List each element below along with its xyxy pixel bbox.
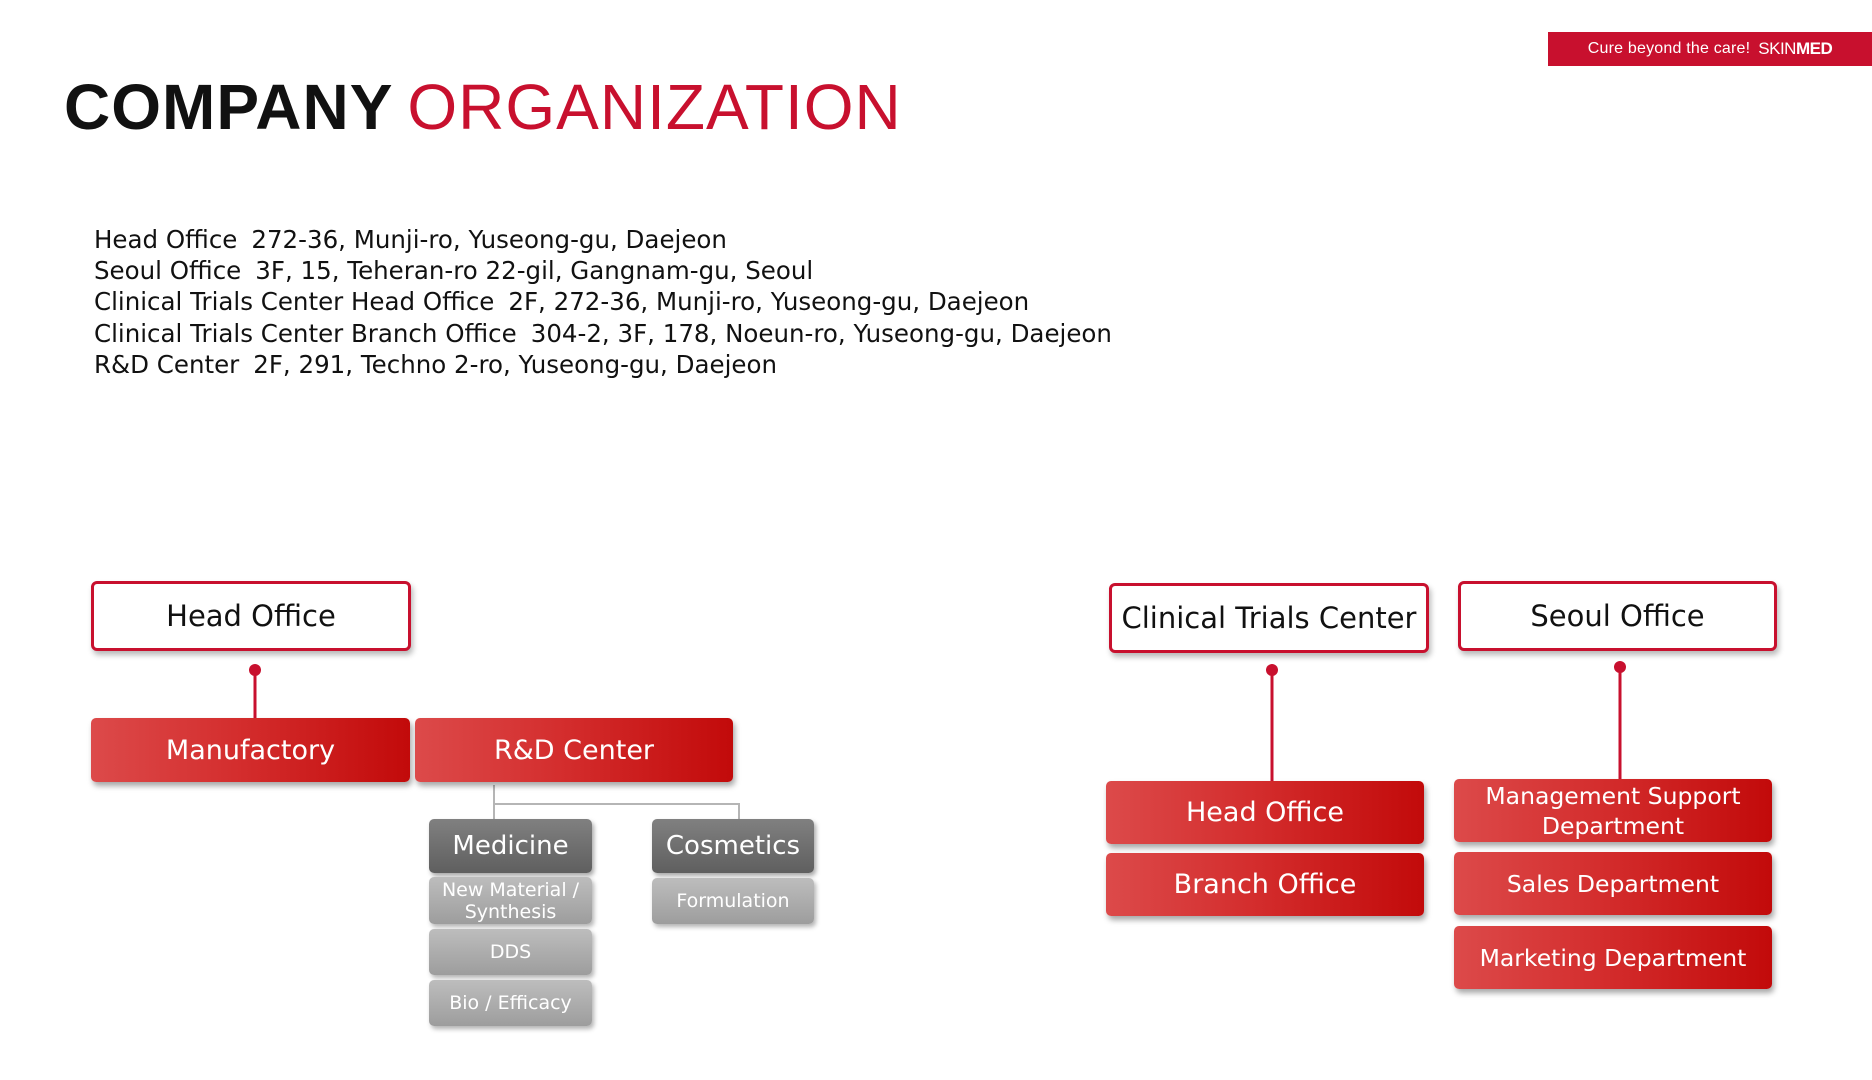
address-label: Clinical Trials Center Head Office bbox=[94, 287, 495, 317]
new-material-synthesis-node: New Material / Synthesis bbox=[429, 877, 592, 924]
manufactory-node: Manufactory bbox=[91, 718, 410, 782]
medicine-node: Medicine bbox=[429, 819, 592, 873]
address-text: 304-2, 3F, 178, Noeun-ro, Yuseong-gu, Da… bbox=[530, 318, 1112, 348]
rd-center-node: R&D Center bbox=[415, 718, 733, 782]
address-line: Clinical Trials Center Head Office 2F, 27… bbox=[94, 286, 1112, 317]
brand-logo: SKINMED bbox=[1758, 39, 1832, 59]
address-text: 2F, 291, Techno 2-ro, Yuseong-gu, Daejeo… bbox=[253, 349, 777, 379]
head-office-node: Head Office bbox=[91, 581, 411, 651]
address-line: Head Office 272-36, Munji-ro, Yuseong-gu,… bbox=[94, 224, 1112, 255]
address-label: R&D Center bbox=[94, 349, 240, 379]
seoul-connector-dot bbox=[1614, 661, 1626, 673]
brand-logo-skin: SKIN bbox=[1758, 39, 1796, 58]
address-list: Head Office 272-36, Munji-ro, Yuseong-gu,… bbox=[94, 224, 1112, 380]
address-line: R&D Center 2F, 291, Techno 2-ro, Yuseong-… bbox=[94, 349, 1112, 380]
address-line: Clinical Trials Center Branch Office 304-… bbox=[94, 318, 1112, 349]
address-text: 2F, 272-36, Munji-ro, Yuseong-gu, Daejeo… bbox=[508, 287, 1030, 317]
dds-node: DDS bbox=[429, 929, 592, 975]
clinical-head-office-node: Head Office bbox=[1106, 781, 1424, 844]
address-text: 272-36, Munji-ro, Yuseong-gu, Daejeon bbox=[251, 225, 727, 254]
title-light: ORGANIZATION bbox=[407, 71, 902, 143]
marketing-department-node: Marketing Department bbox=[1454, 926, 1772, 989]
sales-department-node: Sales Department bbox=[1454, 852, 1772, 915]
address-label: Clinical Trials Center Branch Office bbox=[94, 318, 517, 348]
clinical-connector-dot bbox=[1266, 664, 1278, 676]
address-line: Seoul Office 3F, 15, Teheran-ro 22-gil, G… bbox=[94, 255, 1112, 286]
head-office-connector-dot bbox=[249, 664, 261, 676]
management-support-department-node: Management Support Department bbox=[1454, 779, 1772, 842]
address-label: Head Office bbox=[94, 225, 238, 254]
seoul-office-node: Seoul Office bbox=[1458, 581, 1777, 651]
cosmetics-node: Cosmetics bbox=[652, 819, 814, 873]
brand-logo-med: MED bbox=[1795, 39, 1833, 58]
brand-banner: Cure beyond the care! SKINMED bbox=[1548, 32, 1872, 66]
clinical-branch-office-node: Branch Office bbox=[1106, 853, 1424, 916]
address-label: Seoul Office bbox=[94, 256, 242, 286]
formulation-node: Formulation bbox=[652, 878, 814, 924]
title-bold: COMPANY bbox=[64, 71, 394, 143]
rd-branch-connector bbox=[493, 785, 740, 819]
clinical-trials-center-node: Clinical Trials Center bbox=[1109, 583, 1429, 653]
brand-tagline: Cure beyond the care! bbox=[1587, 40, 1751, 57]
bio-efficacy-node: Bio / Efficacy bbox=[429, 980, 592, 1026]
address-text: 3F, 15, Teheran-ro 22-gil, Gangnam-gu, S… bbox=[255, 256, 814, 286]
